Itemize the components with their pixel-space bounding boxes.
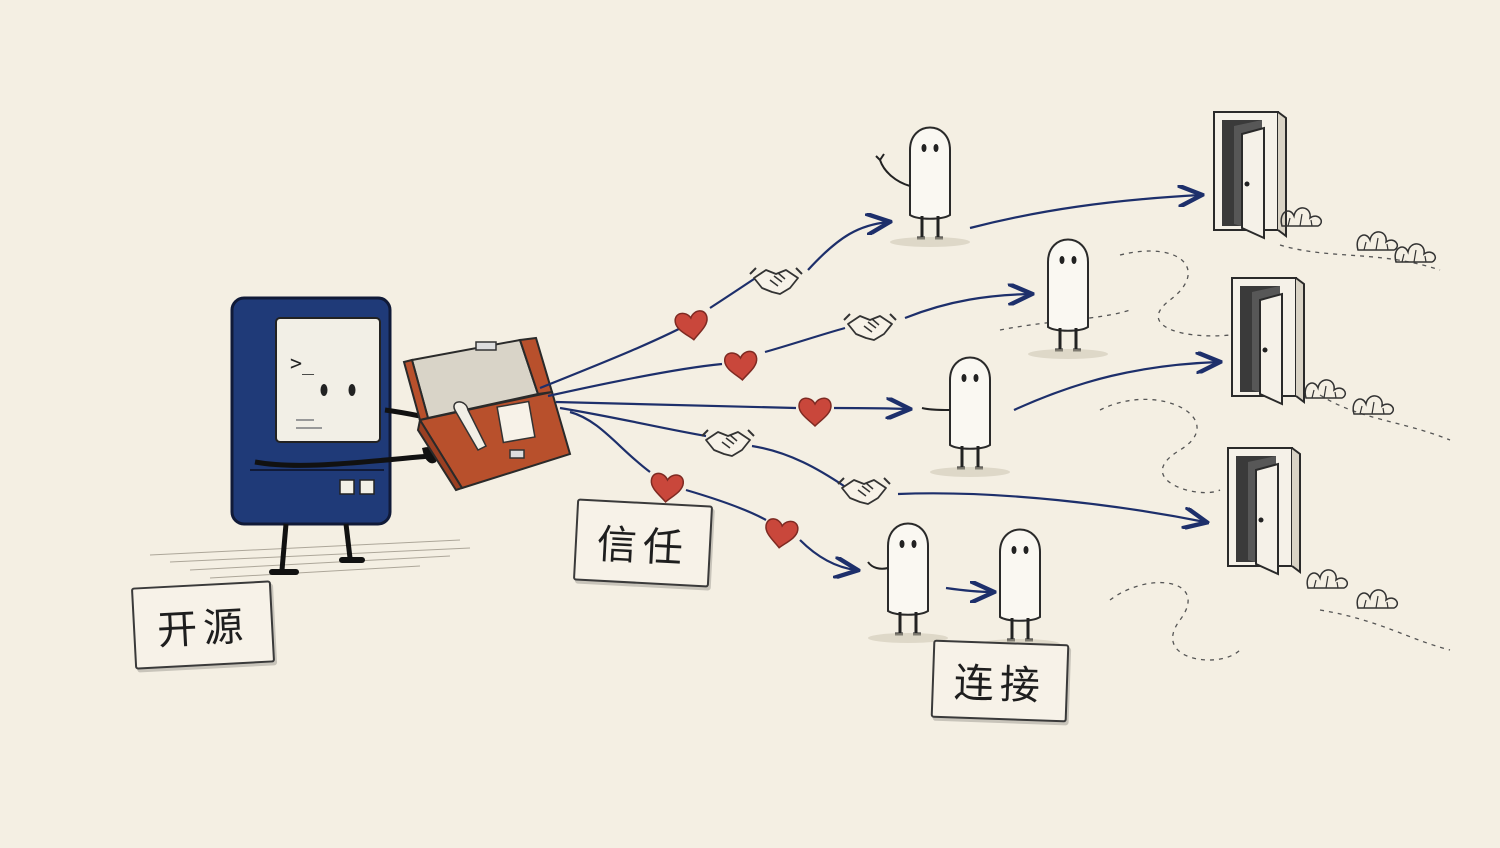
flow-arrows	[539, 195, 1218, 592]
bush-icon	[1356, 589, 1399, 609]
bush-icon	[1394, 243, 1437, 263]
ghost-person-icon	[875, 126, 972, 249]
ghost-person-icon	[866, 522, 950, 645]
handshake-icon	[749, 267, 803, 295]
bush-icon	[1304, 379, 1347, 399]
computer-character-icon: >_	[230, 296, 438, 575]
ghost-person-icon	[978, 528, 1062, 651]
bush-icon	[1352, 395, 1395, 415]
bush-icon	[1280, 207, 1323, 227]
bush-icon	[1306, 569, 1349, 589]
label-connect: 连接	[930, 639, 1070, 723]
label-open-source: 开源	[130, 580, 276, 670]
ground-hatching	[149, 539, 471, 579]
open-door-icon	[1231, 277, 1305, 405]
ghost-person-icon	[1026, 238, 1110, 361]
handshake-icon	[837, 477, 891, 505]
svg-text:>_: >_	[290, 351, 315, 375]
open-door-icon	[1227, 447, 1301, 575]
handshake-icon	[701, 429, 755, 457]
heart-icon	[723, 350, 760, 383]
heart-icon	[648, 472, 685, 505]
heart-icon	[762, 517, 800, 551]
ghost-person-icon	[921, 356, 1012, 479]
open-door-icon	[1213, 111, 1287, 239]
handshake-icon	[843, 313, 897, 341]
heart-icon	[798, 397, 832, 427]
bush-icon	[1356, 231, 1399, 251]
toolbox-icon	[402, 336, 572, 492]
heart-icon	[673, 309, 711, 343]
label-trust: 信任	[572, 498, 714, 588]
